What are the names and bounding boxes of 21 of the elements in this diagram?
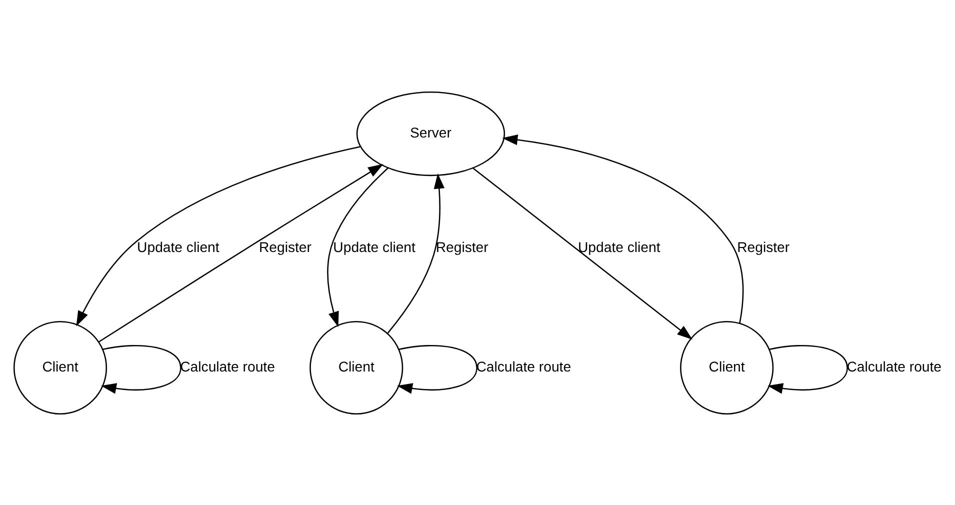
- node-circle: Client: [13, 320, 108, 414]
- edge-label: Calculate route: [180, 358, 275, 374]
- node-circle: Client: [680, 320, 774, 414]
- node-circle: Client: [310, 320, 404, 414]
- arrow: [502, 134, 744, 323]
- edge-label: Calculate route: [846, 358, 942, 374]
- arrow: [397, 344, 478, 394]
- edge-label: Register: [737, 238, 790, 255]
- edge-label: Update client: [137, 238, 220, 255]
- arrow: [98, 163, 384, 342]
- arrow: [472, 167, 692, 340]
- arrow: [76, 146, 360, 326]
- edge-label: Calculate route: [476, 358, 572, 374]
- edge-label: Update client: [333, 238, 416, 255]
- edge-label: Register: [258, 238, 312, 255]
- arrow: [768, 344, 848, 394]
- arrow: [387, 172, 445, 334]
- edge-label: Register: [436, 238, 488, 255]
- arrow: [100, 344, 182, 394]
- edge-label: Update client: [578, 238, 660, 255]
- arrow: [327, 166, 389, 327]
